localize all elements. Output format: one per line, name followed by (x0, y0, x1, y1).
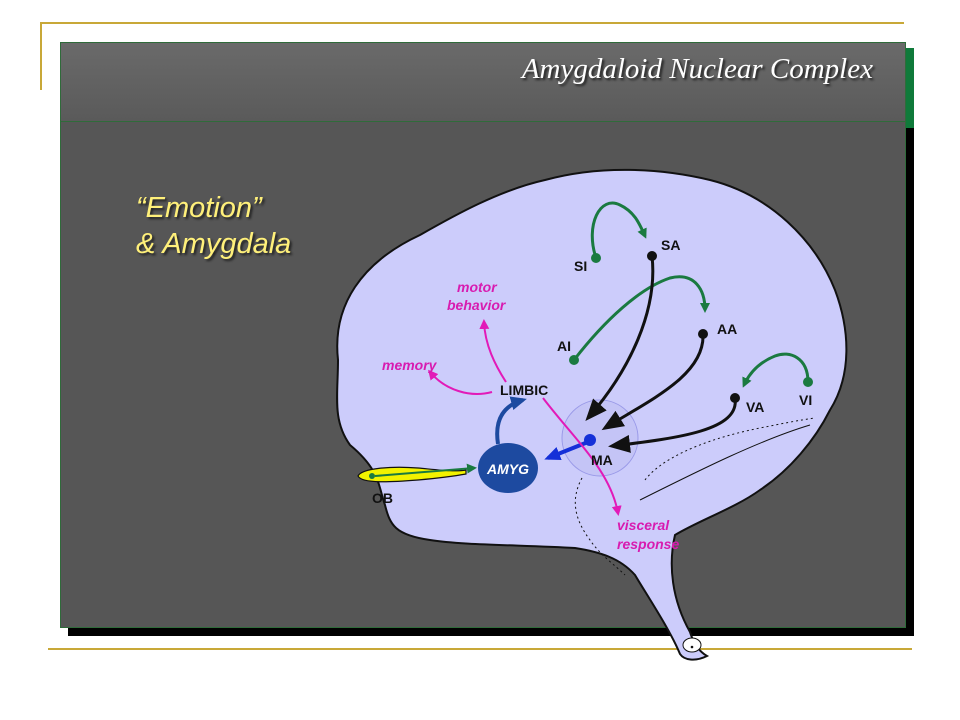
limbic-to-visceral-arrow (542, 397, 622, 516)
motor-label-line2: behavior (447, 297, 507, 313)
sa-to-ma-arrow (585, 255, 655, 422)
sa-label: SA (661, 237, 680, 253)
dotted-boundary-upper (644, 417, 816, 481)
memory-label: memory (382, 357, 438, 373)
slide-title: Amygdaloid Nuclear Complex (521, 53, 873, 85)
ma-label: MA (591, 452, 613, 468)
frame-top-line (40, 22, 904, 24)
limbic-label: LIMBIC (500, 382, 548, 398)
ob-label: OB (372, 490, 393, 506)
dotted-boundary-lower (574, 477, 626, 576)
ob-dot (369, 473, 375, 479)
si-label: SI (574, 258, 587, 274)
subtitle-line-emotion: “Emotion” (136, 192, 262, 224)
ai-dot (569, 355, 579, 365)
frame-left-line (40, 22, 42, 90)
amyg-label: AMYG (486, 461, 529, 477)
va-dot (730, 393, 740, 403)
motor-label-line1: motor (457, 279, 498, 295)
visceral-label-line2: response (617, 536, 679, 552)
limbic-to-motor-arrow (479, 319, 507, 383)
va-label: VA (746, 399, 764, 415)
subtitle-line-amygdala: & Amygdala (136, 228, 292, 260)
vi-dot (803, 377, 813, 387)
ob-to-amyg-arrow (374, 463, 477, 477)
limbic-to-memory-arrow (428, 369, 493, 395)
sa-dot (647, 251, 657, 261)
cerebellum-fissure (639, 424, 811, 501)
brainstem-dot (690, 645, 694, 649)
brainstem-opening (682, 637, 702, 653)
aa-dot (698, 329, 708, 339)
aa-to-ma-arrow (601, 333, 705, 431)
amygdala-node (478, 443, 538, 493)
aa-label: AA (717, 321, 737, 337)
slide-subtitle: “Emotion” & Amygdala (136, 190, 291, 262)
ai-to-aa-arrow (572, 275, 710, 361)
vi-to-va-arrow (742, 352, 810, 388)
si-to-sa-arrow (590, 201, 647, 259)
slide-header: Amygdaloid Nuclear Complex (61, 43, 905, 122)
amyg-to-limbic-arrow (495, 396, 527, 445)
si-dot (591, 253, 601, 263)
slide-panel: Amygdaloid Nuclear Complex (60, 42, 906, 628)
frame-bottom-line (48, 648, 912, 650)
vi-label: VI (799, 392, 812, 408)
va-to-ma-arrow (608, 397, 737, 453)
visceral-label-line1: visceral (617, 517, 670, 533)
ai-label: AI (557, 338, 571, 354)
